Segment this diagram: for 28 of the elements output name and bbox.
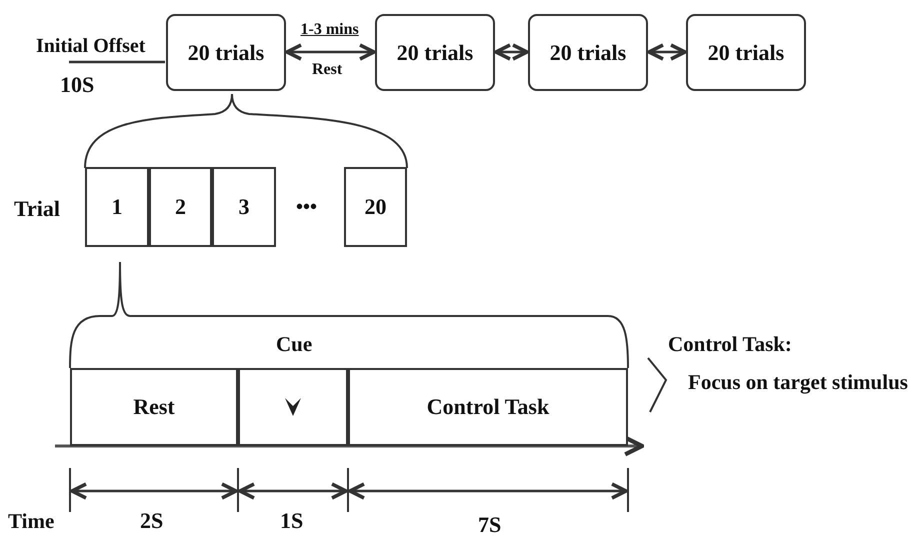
rest-label: Rest bbox=[312, 62, 342, 78]
edge-label: Initial Offset bbox=[36, 36, 146, 56]
trial-block: 20 trials bbox=[686, 14, 806, 91]
heading-label: Control Task: bbox=[668, 334, 792, 355]
trial-cell: 1 bbox=[85, 167, 149, 247]
trial-block: 20 trials bbox=[375, 14, 495, 91]
connector-line bbox=[69, 60, 165, 64]
duration-label: 1S bbox=[280, 510, 304, 532]
description-label: Focus on target stimulus bbox=[688, 372, 908, 393]
cue-label: Cue bbox=[276, 334, 312, 355]
ellipsis: ••• bbox=[296, 197, 318, 217]
duration-label: 7S bbox=[478, 514, 502, 536]
double-arrow bbox=[494, 43, 529, 61]
duration-label: 10S bbox=[60, 74, 94, 96]
trial-block: 20 trials bbox=[528, 14, 648, 91]
control-task-segment: Control Task bbox=[348, 368, 628, 446]
edge-label: 1-3 mins bbox=[300, 22, 359, 38]
cue-segment bbox=[238, 368, 348, 446]
axis-label: Time bbox=[8, 511, 54, 532]
rest-segment: Rest bbox=[70, 368, 238, 446]
trial-cell: 2 bbox=[149, 167, 212, 247]
trial-cell: 20 bbox=[344, 167, 407, 247]
double-arrow bbox=[285, 43, 376, 61]
row-label: Trial bbox=[14, 198, 60, 220]
duration-label: 2S bbox=[140, 510, 164, 532]
trial-cell: 3 bbox=[212, 167, 276, 247]
trial-block: 20 trials bbox=[166, 14, 286, 91]
double-arrow bbox=[647, 43, 687, 61]
